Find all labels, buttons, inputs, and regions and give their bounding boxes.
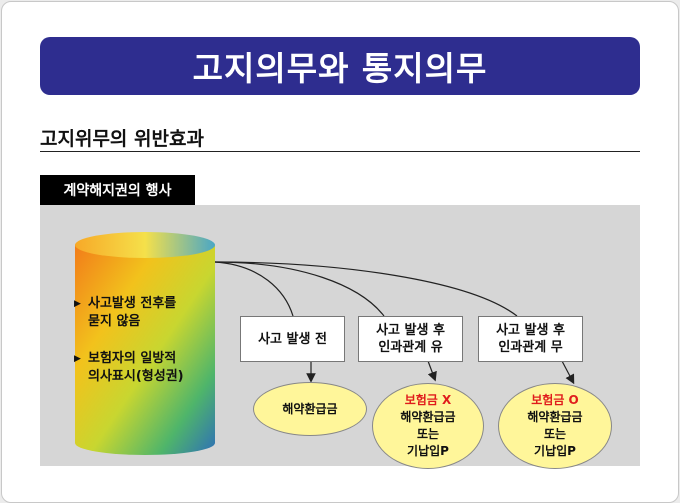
case-box-2-line1: 사고 발생 후	[376, 323, 445, 338]
result-2-line1: 해약환급금	[400, 410, 456, 424]
cylinder-item-1: ▶ 사고발생 전후를 묻지 않음	[74, 295, 218, 331]
section-subtitle: 고지위무의 위반효과	[40, 128, 204, 150]
cylinder-item-2-line2: 의사표시(형성권)	[88, 369, 184, 384]
result-3-highlight: 보험금 O	[531, 393, 579, 407]
cylinder-item-2-line1: 보험자의 일방적	[88, 351, 177, 366]
section-label-tab: 계약해지권의 행사	[40, 175, 195, 205]
result-2-line2: 또는	[416, 427, 440, 441]
result-3-line3: 기납입P	[534, 444, 576, 458]
box-to-result-arrows	[306, 360, 575, 385]
diagram-graphics	[75, 232, 575, 455]
cylinder-item-2: ▶ 보험자의 일방적 의사표시(형성권)	[74, 350, 218, 386]
result-ellipse-1: 해약환급금	[253, 382, 367, 436]
case-box-before-accident: 사고 발생 전	[240, 316, 345, 362]
cylinder-shape	[75, 232, 215, 455]
cylinder-item-1-line2: 묻지 않음	[88, 314, 141, 329]
cylinder-item-1-line1: 사고발생 전후를	[88, 296, 177, 311]
result-ellipse-3: 보험금 O 해약환급금 또는 기납입P	[498, 383, 612, 469]
case-box-after-causal-yes: 사고 발생 후 인과관계 유	[358, 316, 463, 362]
case-box-3-line2: 인과관계 무	[498, 340, 563, 355]
result-1-line1: 해약환급금	[282, 401, 338, 416]
triangle-bullet-icon: ▶	[74, 354, 81, 364]
result-3-line2: 또는	[543, 427, 567, 441]
case-box-after-causal-no: 사고 발생 후 인과관계 무	[478, 316, 583, 362]
subtitle-divider	[40, 151, 640, 152]
result-2-line3: 기납입P	[407, 444, 449, 458]
result-ellipse-2: 보험금 X 해약환급금 또는 기납입P	[372, 383, 484, 469]
connector-curves	[214, 261, 518, 317]
result-3-line1: 해약환급금	[527, 410, 583, 424]
case-box-3-line1: 사고 발생 후	[496, 323, 565, 338]
triangle-bullet-icon: ▶	[74, 299, 81, 309]
result-2-highlight: 보험금 X	[404, 393, 452, 407]
case-box-2-line2: 인과관계 유	[378, 340, 443, 355]
page-title: 고지의무와 통지의무	[40, 37, 640, 95]
case-box-1-line1: 사고 발생 전	[258, 331, 327, 347]
